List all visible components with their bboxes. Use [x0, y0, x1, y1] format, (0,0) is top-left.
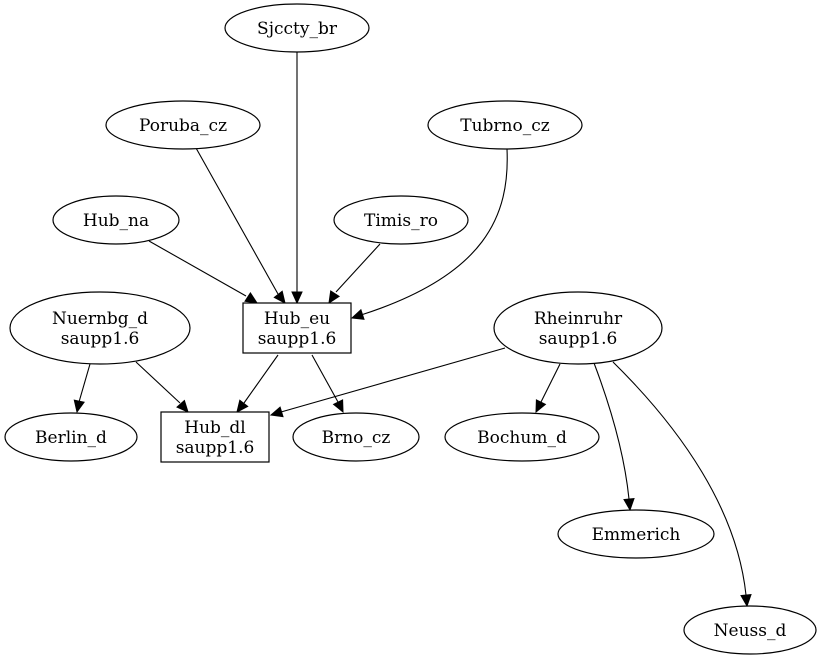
edge-nuernbg_d-to-berlin_d [73, 363, 91, 414]
edge-rheinruhr-to-neuss_d [612, 361, 752, 608]
node-ellipse [105, 100, 261, 150]
edges-layer [73, 52, 752, 608]
arrowhead-icon [740, 594, 752, 608]
edge-line [78, 363, 91, 403]
edge-rheinruhr-to-emmerich [593, 362, 635, 512]
node-ellipse [4, 412, 138, 462]
edge-line [243, 354, 279, 404]
node-label: Nuernbg_d [52, 309, 148, 329]
node-ellipse [683, 605, 817, 655]
node-label: Sjccty_br [257, 19, 338, 39]
edge-hub_na-to-hub_eu [148, 240, 259, 304]
node-poruba-cz: Poruba_cz [105, 100, 261, 150]
node-neuss-d: Neuss_d [683, 605, 817, 655]
node-label: Hub_na [83, 211, 149, 231]
node-ellipse [52, 195, 180, 245]
arrowhead-icon [291, 291, 303, 305]
arrowhead-icon [273, 290, 286, 304]
node-hub-na: Hub_na [52, 195, 180, 245]
node-label: Emmerich [592, 525, 681, 545]
node-label: Bochum_d [477, 428, 567, 448]
node-label: Rheinruhr [534, 309, 623, 329]
node-brno-cz: Brno_cz [292, 412, 420, 462]
node-sjccty-br: Sjccty_br [224, 3, 370, 53]
node-label: saupp1.6 [176, 438, 255, 458]
edge-line [540, 363, 561, 403]
edge-hub_eu-to-hub_dl [236, 354, 279, 413]
arrowhead-icon [236, 399, 249, 413]
node-bochum-d: Bochum_d [444, 412, 600, 462]
node-label: saupp1.6 [258, 329, 337, 349]
arrowhead-icon [328, 290, 341, 305]
node-ellipse [493, 291, 663, 365]
edge-line [360, 148, 508, 316]
node-label: Berlin_d [35, 428, 107, 448]
arrowhead-icon [623, 498, 635, 512]
node-ellipse [427, 100, 583, 150]
node-label: Hub_eu [264, 309, 330, 329]
node-ellipse [557, 509, 715, 559]
node-emmerich: Emmerich [557, 509, 715, 559]
node-label: Brno_cz [322, 428, 391, 448]
node-label: saupp1.6 [539, 329, 618, 349]
edge-hub_eu-to-brno_cz [311, 354, 344, 414]
edge-tubrno_cz-to-hub_eu [350, 148, 508, 320]
edge-nuernbg_d-to-hub_dl [135, 361, 189, 413]
node-tubrno-cz: Tubrno_cz [427, 100, 583, 150]
node-ellipse [9, 291, 191, 365]
node-label: Neuss_d [714, 621, 787, 641]
edge-rheinruhr-to-bochum_d [535, 363, 561, 414]
edge-timis_ro-to-hub_eu [328, 243, 381, 305]
node-label: Tubrno_cz [460, 116, 550, 136]
node-ellipse [292, 412, 420, 462]
node-ellipse [333, 195, 469, 245]
edge-line [148, 240, 247, 297]
edge-rheinruhr-to-hub_dl [269, 347, 506, 418]
node-box [160, 411, 270, 463]
arrowhead-icon [73, 399, 85, 414]
arrowhead-icon [332, 399, 344, 414]
arrowhead-icon [535, 399, 547, 414]
edge-line [612, 361, 747, 596]
arrowhead-icon [244, 291, 259, 304]
arrowhead-icon [176, 399, 189, 413]
node-ellipse [224, 3, 370, 53]
edge-line [311, 354, 339, 403]
arrowhead-icon [269, 406, 284, 418]
node-label: saupp1.6 [61, 329, 140, 349]
edge-poruba_cz-to-hub_eu [195, 147, 286, 304]
node-ellipse [444, 412, 600, 462]
node-timis-ro: Timis_ro [333, 195, 469, 245]
node-label: Poruba_cz [139, 116, 227, 136]
arrowhead-icon [350, 308, 365, 320]
edge-line [135, 361, 181, 404]
node-label: Hub_dl [184, 418, 245, 438]
edge-line [195, 147, 279, 295]
edge-sjccty_br-to-hub_eu [291, 52, 303, 305]
node-box [242, 302, 352, 354]
node-label: Timis_ro [364, 211, 438, 231]
edge-line [593, 362, 630, 500]
edge-line [280, 347, 506, 413]
edge-line [335, 243, 381, 293]
node-berlin-d: Berlin_d [4, 412, 138, 462]
